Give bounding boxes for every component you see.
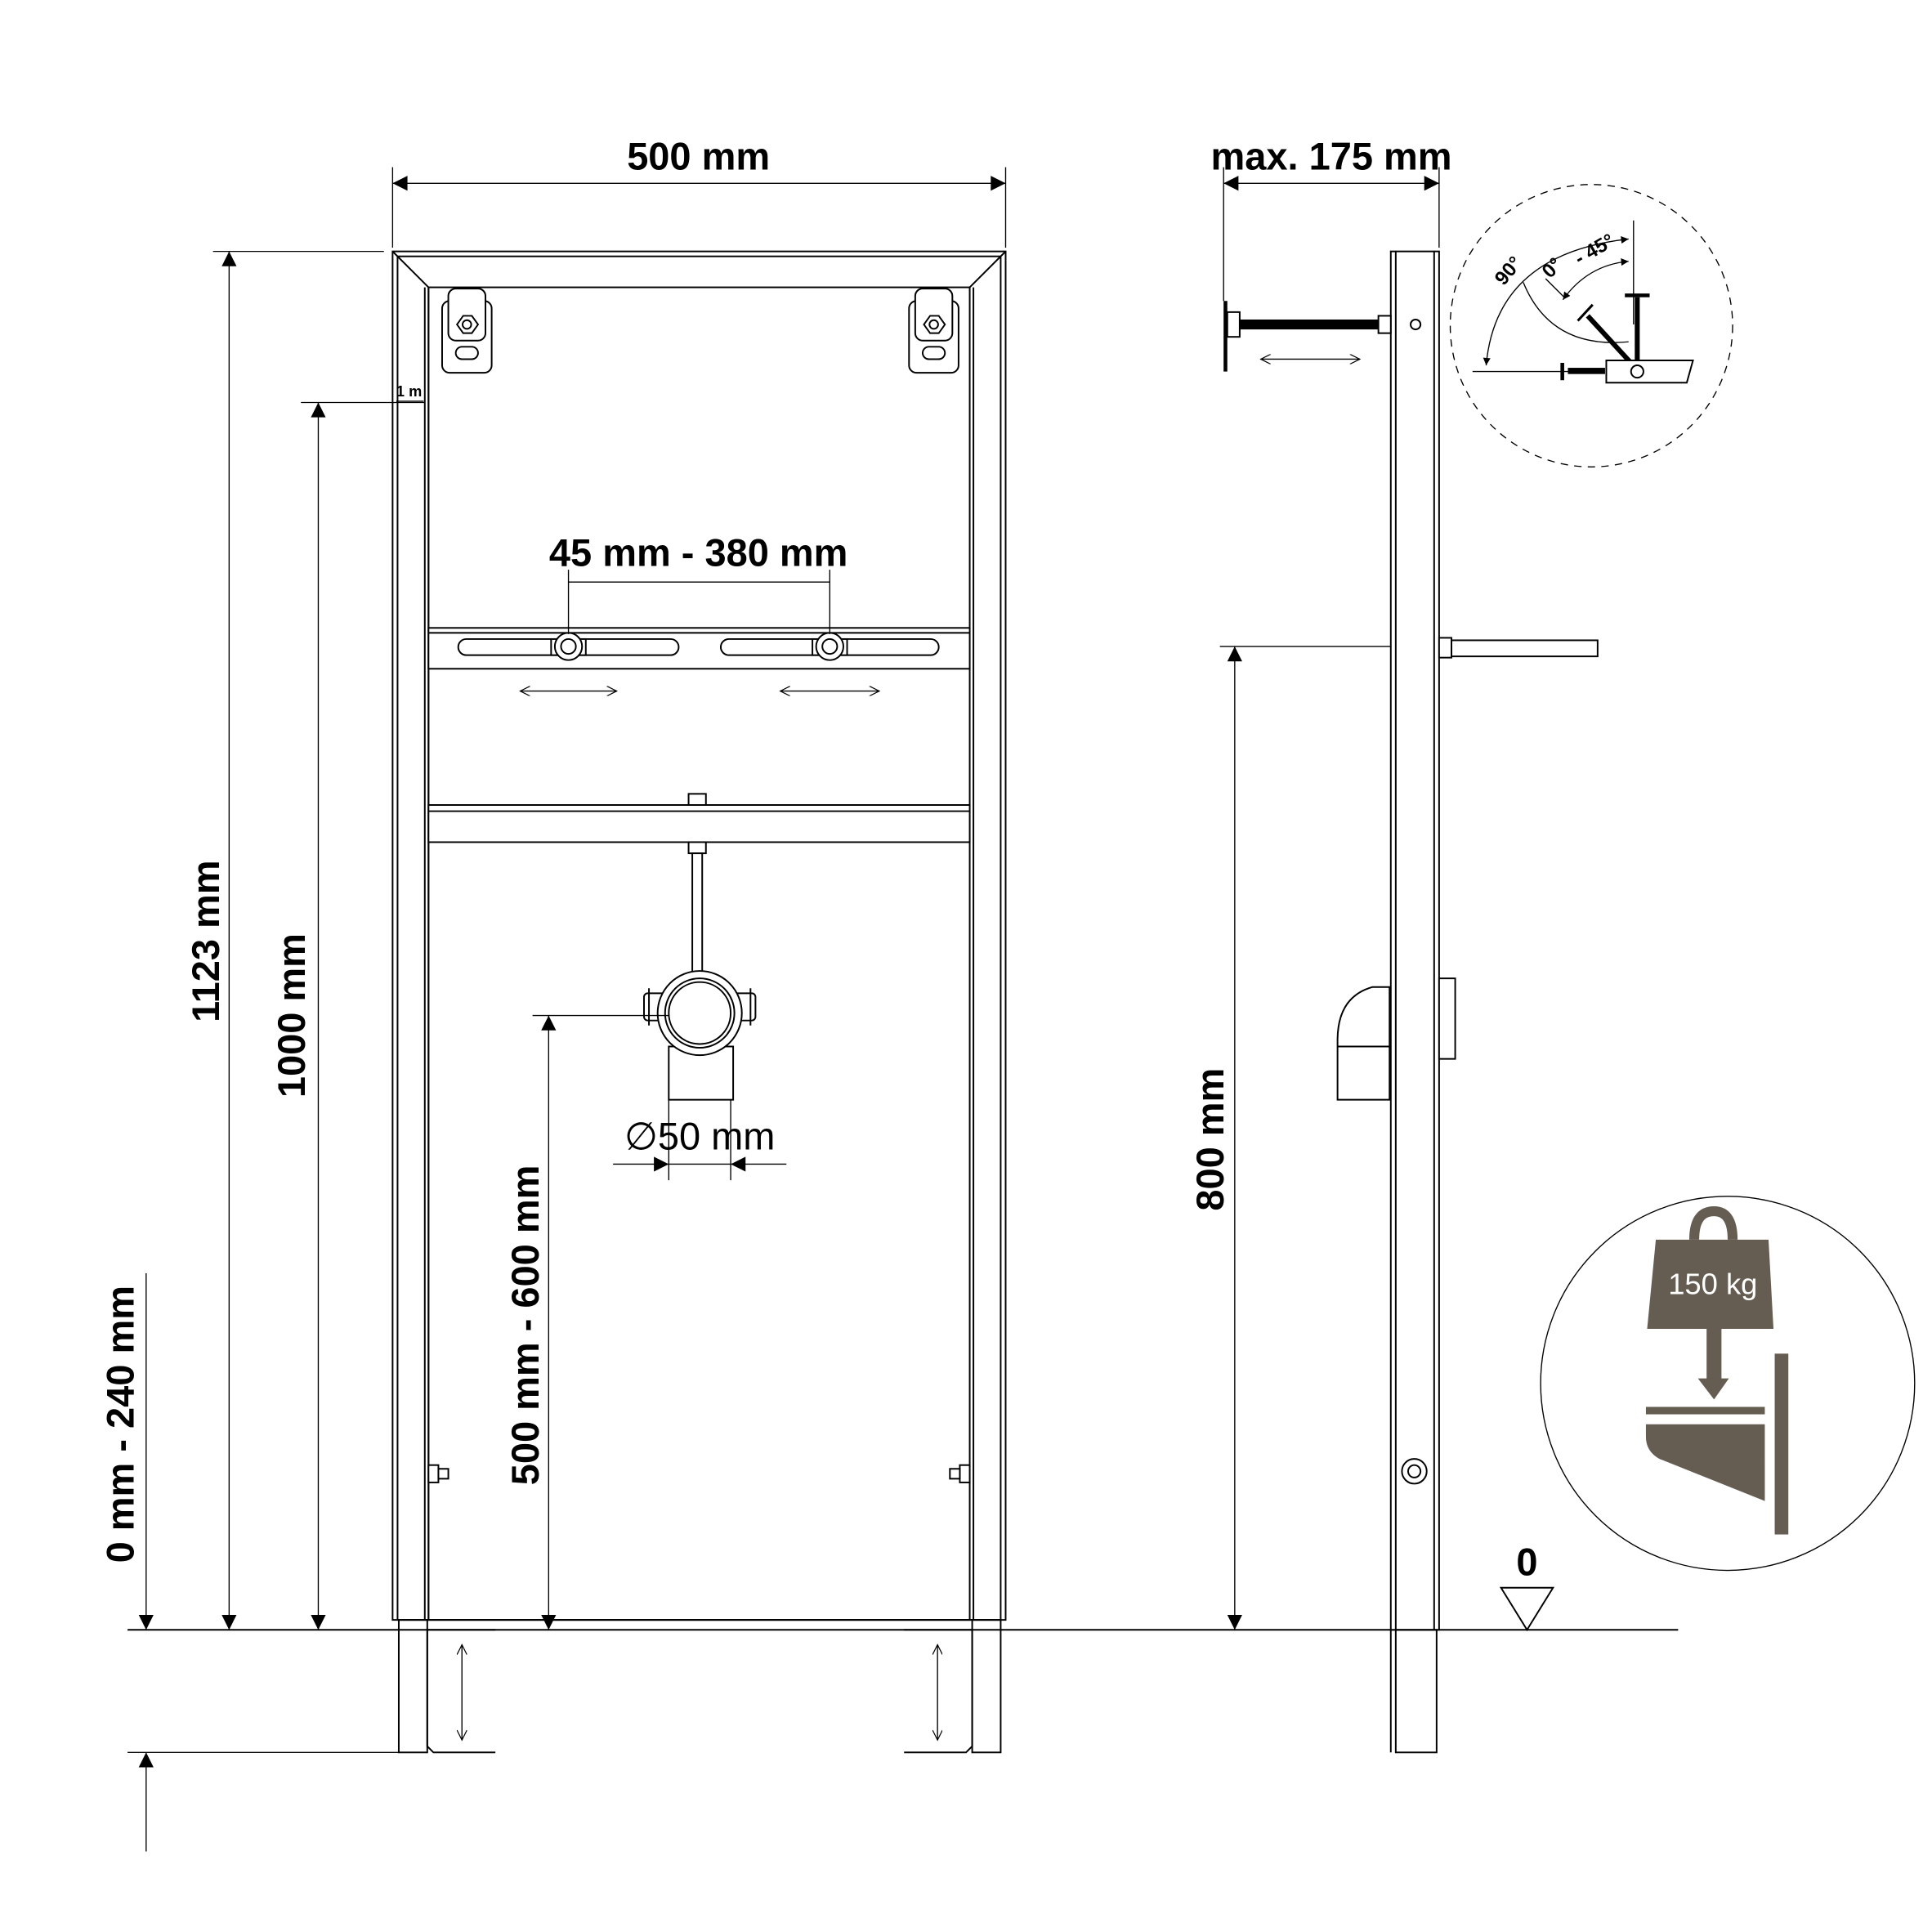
supply-connector-left <box>550 632 587 661</box>
height-total-label: 1123 mm <box>184 860 227 1022</box>
weight-icon <box>1688 1205 1738 1241</box>
supply-height-label: 800 mm <box>1188 1068 1232 1211</box>
angle-45-label: - 45° <box>1571 230 1618 270</box>
floor-level-label: 0 <box>1516 1541 1537 1584</box>
width-label: 500 mm <box>627 135 770 178</box>
adjust-bolt <box>1401 1458 1428 1485</box>
drain-diameter-label: ∅50 mm <box>624 1114 775 1157</box>
side-view: max. 175 mm 800 mm 0 <box>1188 135 1599 1754</box>
height-1000-label: 1000 mm <box>270 933 313 1098</box>
load-capacity-badge: 150 kg <box>1540 1196 1916 1572</box>
floor-level-marker <box>1499 1586 1555 1632</box>
adjustable-leg-right <box>904 1619 1002 1754</box>
wall-bracket-right <box>908 288 959 374</box>
basin-icon <box>1645 1424 1765 1501</box>
load-label: 150 kg <box>1668 1268 1757 1301</box>
drain-pipe <box>643 852 757 1101</box>
wall-bracket-left <box>441 288 493 374</box>
drain-elbow <box>1336 986 1391 1101</box>
supply-crossbar <box>427 627 971 670</box>
angle-0-label: 0° <box>1538 253 1567 282</box>
depth-label: max. 175 mm <box>1211 135 1452 178</box>
angle-90-label: 90° <box>1491 253 1527 289</box>
leg-adjust-label: 0 mm - 240 mm <box>99 1286 142 1563</box>
one-meter-marker: 1 m <box>396 383 422 400</box>
drain-height-label: 500 mm - 600 mm <box>503 1165 547 1486</box>
angle-detail: 90° 0° - 45° <box>1449 184 1733 467</box>
wall-icon <box>1774 1353 1789 1535</box>
supply-stub <box>1451 639 1599 658</box>
wall-anchor-rod <box>1223 301 1392 372</box>
front-view: 500 mm 1123 mm 1000 mm 1 m 0 mm - 240 mm… <box>99 135 1007 1852</box>
adjustable-leg-left <box>397 1619 496 1754</box>
supply-spacing-label: 45 mm - 380 mm <box>549 531 847 575</box>
